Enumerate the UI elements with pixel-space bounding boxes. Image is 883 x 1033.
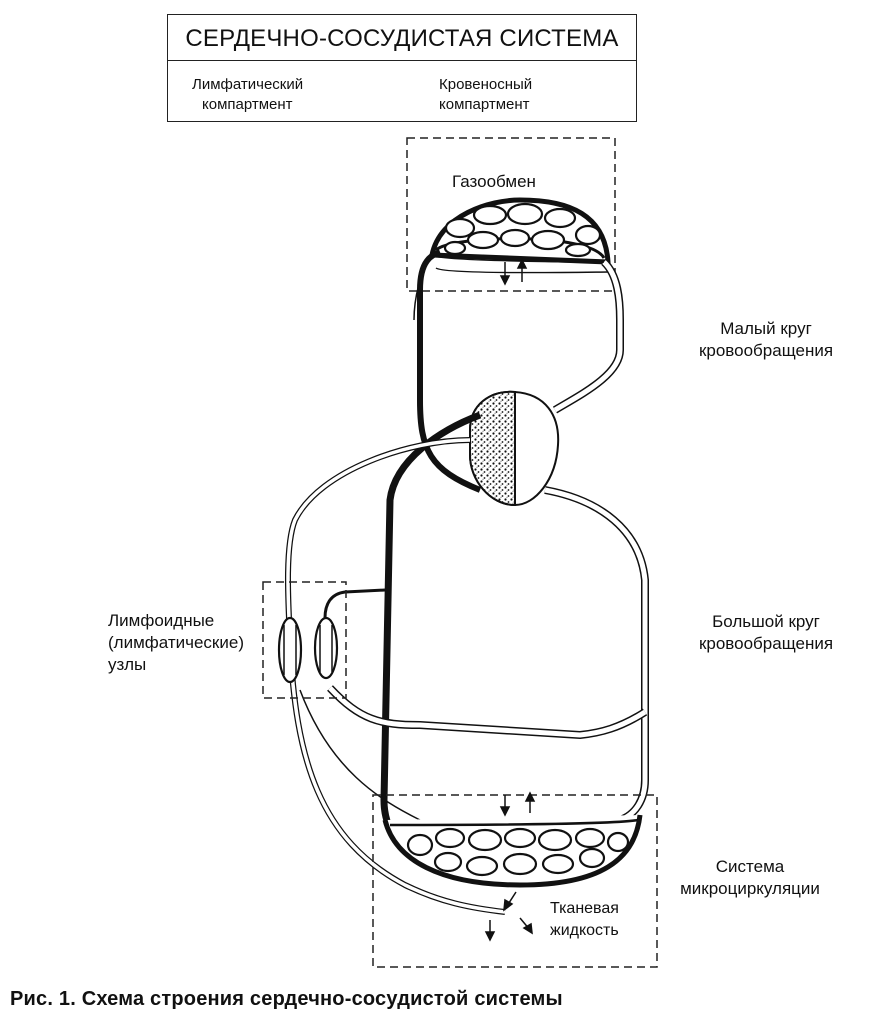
gas-exchange-box: [406, 137, 616, 292]
pulmonary-artery-dark: [417, 249, 482, 493]
pulmonary-vessel-light-outer: [413, 257, 433, 321]
microcirculation-line-1: Система: [715, 857, 785, 876]
lymph-compartment-label: Лимфатический компартмент: [192, 75, 303, 115]
tissue-fluid-label: Тканевая жидкость: [550, 898, 619, 942]
tissue-fluid-line-2: жидкость: [550, 922, 619, 939]
lymph-nodes-box: [262, 581, 347, 699]
pulmonary-circulation-line-2: кровообращения: [698, 341, 834, 360]
microcirculation-line-2: микроциркуляции: [680, 879, 820, 898]
microcirculation-label: Система микроциркуляции: [660, 856, 840, 900]
lymph-vessel-inner: [299, 689, 421, 821]
systemic-circulation-line-1: Большой круг: [712, 612, 820, 631]
microcirculation-arrows: [499, 791, 536, 817]
figure-caption: Рис. 1. Схема строения сердечно-сосудист…: [10, 988, 563, 1010]
artery-branch-to-node: [323, 588, 386, 619]
heart: [469, 390, 560, 507]
pulmonary-circulation-line-1: Малый круг: [720, 319, 812, 338]
lymph-nodes-label: Лимфоидные (лимфатические) узлы: [108, 610, 244, 676]
lymph-node-2: [313, 616, 339, 680]
tissue-fluid-arrows: [484, 891, 533, 942]
header-title: СЕРДЕЧНО-СОСУДИСТАЯ СИСТЕМА: [168, 15, 636, 61]
systemic-circulation-line-2: кровообращения: [698, 634, 834, 653]
systemic-circulation-label: Большой круг кровообращения: [676, 611, 856, 655]
microcirculation-box: [372, 794, 658, 968]
lymph-nodes-line-3: узлы: [108, 655, 147, 674]
pulmonary-circulation-label: Малый круг кровообращения: [676, 318, 856, 362]
lymph-node-1: [277, 616, 303, 684]
lymph-nodes-line-1: Лимфоидные: [108, 611, 215, 630]
lymph-compartment-line-2: компартмент: [202, 96, 293, 113]
header-box: СЕРДЕЧНО-СОСУДИСТАЯ СИСТЕМА Лимфатически…: [167, 14, 637, 122]
blood-compartment-line-2: компартмент: [439, 96, 530, 113]
lymph-compartment-line-1: Лимфатический: [192, 76, 304, 93]
systemic-capillary-bed: [382, 814, 643, 888]
lung-capillary-bed: [428, 197, 611, 265]
gas-exchange-label: Газообмен: [452, 172, 536, 191]
blood-compartment-line-1: Кровеносный: [439, 76, 533, 93]
lymph-nodes-line-2: (лимфатические): [108, 633, 244, 652]
blood-compartment-label: Кровеносный компартмент: [439, 75, 532, 115]
tissue-fluid-line-1: Тканевая: [550, 900, 619, 917]
